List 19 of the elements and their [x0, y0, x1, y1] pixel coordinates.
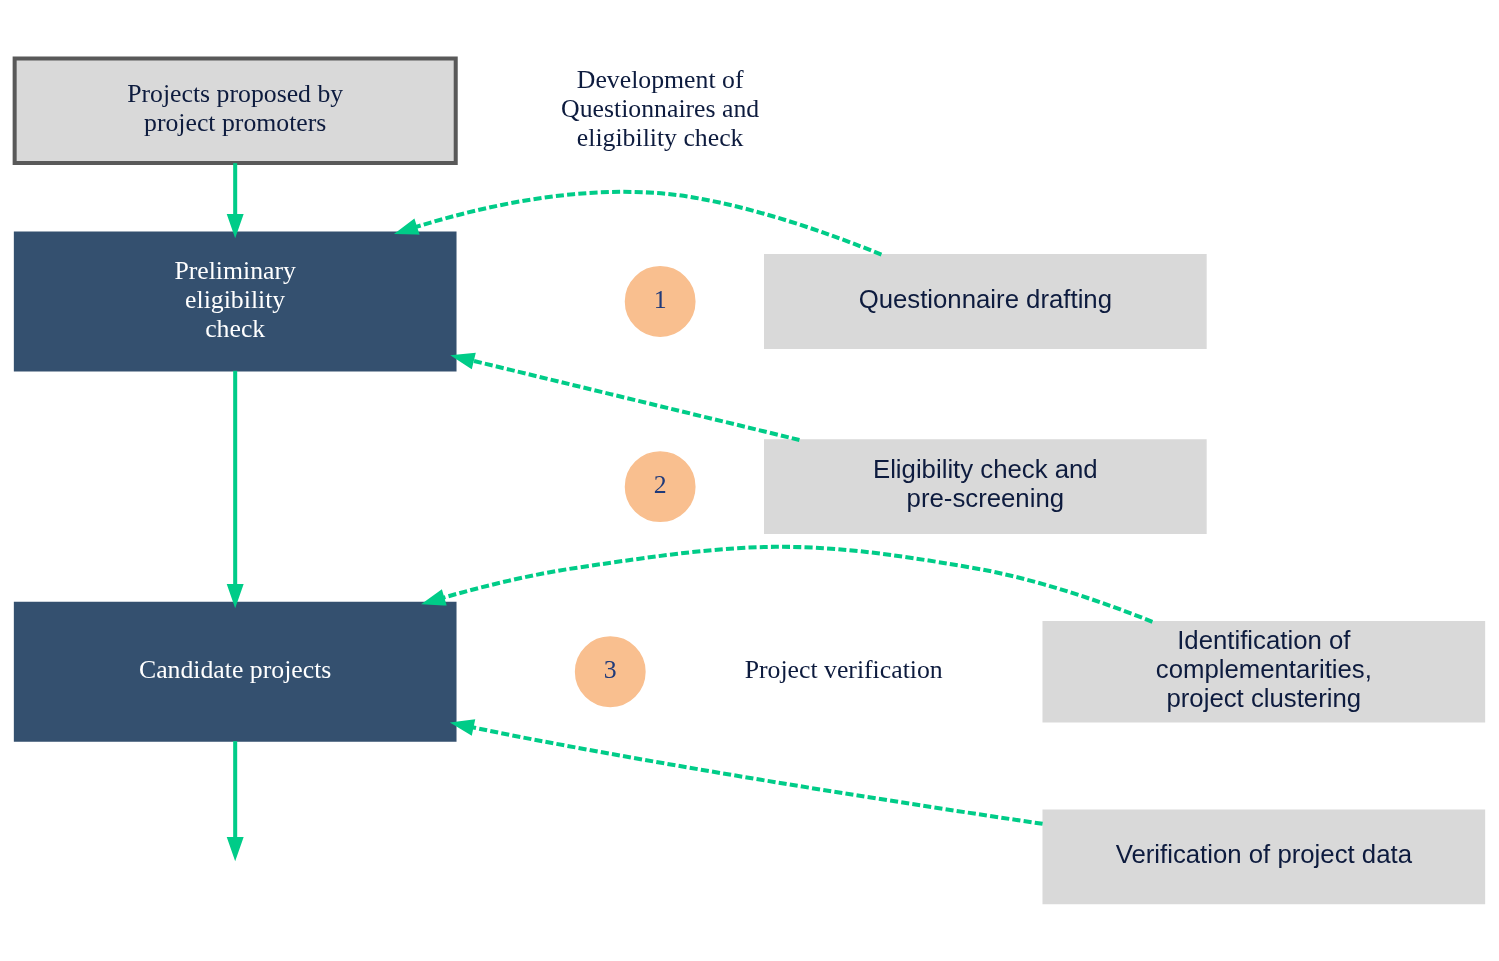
- node-circle: 3: [574, 635, 646, 707]
- node-box: Candidate projects: [13, 601, 457, 742]
- arrow: [226, 162, 244, 238]
- label: Project verification: [744, 654, 943, 684]
- arrow: [226, 740, 244, 861]
- node-box: Identification of complementarities, project clustering: [1042, 620, 1486, 722]
- node-box: Eligibility check and pre-screening: [764, 438, 1207, 534]
- node-circle: 2: [624, 450, 696, 522]
- node-box: Preliminary eligibility check: [13, 231, 457, 372]
- arrow: [421, 544, 1154, 624]
- arrow: [449, 718, 1043, 826]
- label: Development of Questionnaires and eligibility check: [561, 64, 760, 152]
- node-box: Questionnaire drafting: [764, 253, 1207, 349]
- arrow: [226, 370, 244, 608]
- arrow: [393, 189, 883, 256]
- node-box: Projects proposed by project promoters: [12, 55, 458, 165]
- node-box: Verification of project data: [1042, 808, 1486, 904]
- node-circle: 1: [624, 265, 696, 337]
- arrow: [450, 352, 800, 442]
